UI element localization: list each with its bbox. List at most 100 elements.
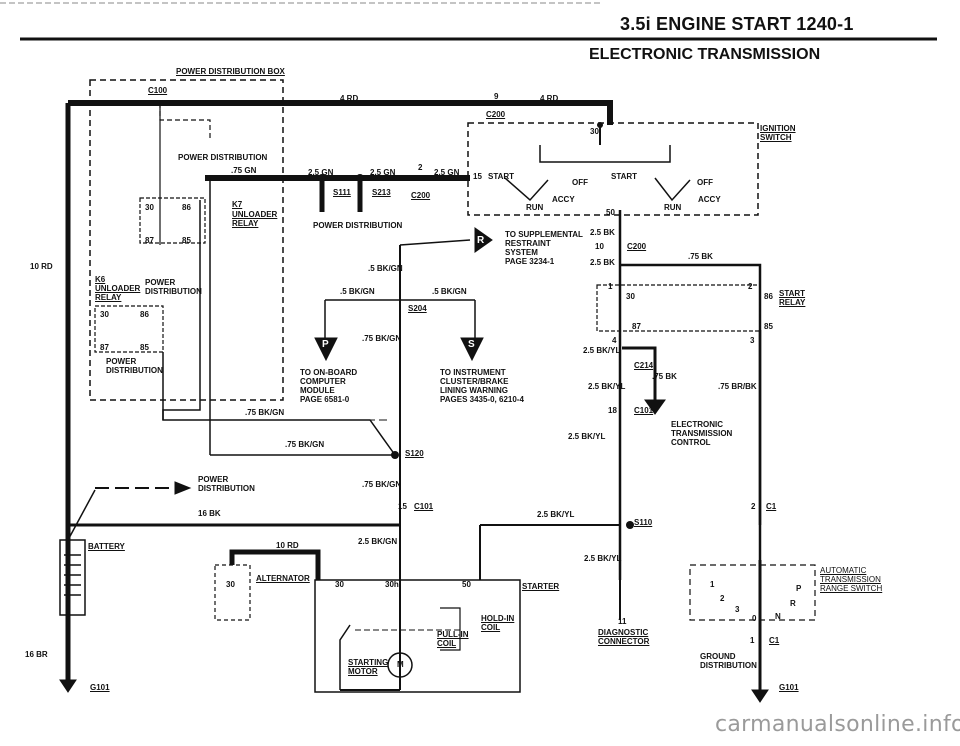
r87-label: 87 xyxy=(632,322,641,331)
start2-label: START xyxy=(611,172,638,181)
r30-label: 30 xyxy=(626,292,635,301)
pin30b: 30 xyxy=(100,310,109,319)
gn25a-label: 2.5 GN xyxy=(308,168,334,177)
bkgn75-c-label: .75 BK/GN xyxy=(362,480,402,489)
r1-label: 1 xyxy=(608,282,613,291)
start-relay-label: START RELAY xyxy=(779,289,806,307)
motor-m: M xyxy=(397,660,404,669)
rsN-label: N xyxy=(775,612,781,621)
n1c1-label: 1 xyxy=(750,636,755,645)
rs3-label: 3 xyxy=(735,605,740,614)
starter-30: 30 xyxy=(335,580,344,589)
n2b-label: 2 xyxy=(751,502,756,511)
ground-dist-label: GROUND DISTRIBUTION xyxy=(700,652,757,670)
etc-label: ELECTRONIC TRANSMISSION CONTROL xyxy=(671,420,733,447)
bkyl25c-label: 2.5 BK/YL xyxy=(568,432,606,441)
s120-label: S120 xyxy=(405,449,424,458)
r-connector: R xyxy=(477,235,485,246)
bk25b-label: 2.5 BK xyxy=(590,258,615,267)
c101a-label: C101 xyxy=(414,502,434,511)
power-dist-left-label: POWER DISTRIBUTION xyxy=(106,357,163,375)
pin86b: 86 xyxy=(140,310,149,319)
restraint-label: TO SUPPLEMENTAL RESTRAINT SYSTEM PAGE 32… xyxy=(505,230,583,266)
r86-label: 86 xyxy=(764,292,773,301)
power-dist-arrow-label: POWER DISTRIBUTION xyxy=(198,475,255,493)
bkyl25b-label: 2.5 BK/YL xyxy=(588,382,626,391)
on-board-label: TO ON-BOARD COMPUTER MODULE PAGE 6581-0 xyxy=(300,368,358,404)
pin87a: 87 xyxy=(145,236,154,245)
n11-label: 11 xyxy=(618,617,627,626)
section-title: ELECTRONIC TRANSMISSION xyxy=(589,46,821,63)
c200-top-label: C200 xyxy=(486,110,506,119)
r2-label: 2 xyxy=(748,282,753,291)
pull-in-coil-label: PULL-IN COIL xyxy=(437,630,469,648)
p-connector: P xyxy=(322,339,329,350)
bk75r-label: .75 BK xyxy=(688,252,713,261)
power-dist-box-label: POWER DISTRIBUTION BOX xyxy=(176,67,285,76)
br16-label: 16 BR xyxy=(25,650,48,659)
bkgn75-mid-label: .75 BK/GN xyxy=(362,334,402,343)
brbk75-label: .75 BR/BK xyxy=(718,382,757,391)
c101b-label: C101 xyxy=(634,406,654,415)
auto-trans-label: AUTOMATIC TRANSMISSION RANGE SWITCH xyxy=(820,566,883,593)
rd4-label: 4 RD xyxy=(340,94,359,103)
starting-motor-label: STARTING MOTOR xyxy=(348,658,389,676)
rd10b-label: 10 RD xyxy=(276,541,299,550)
pin87b: 87 xyxy=(100,343,109,352)
power-dist-inner-label: POWER DISTRIBUTION xyxy=(178,153,268,162)
instrument-label: TO INSTRUMENT CLUSTER/BRAKE LINING WARNI… xyxy=(440,368,524,404)
s110-label: S110 xyxy=(634,518,653,527)
n10-label: 10 xyxy=(595,242,604,251)
c214-label: C214 xyxy=(634,361,654,370)
c200b-label: C200 xyxy=(411,191,431,200)
s111-label: S111 xyxy=(333,188,351,197)
pin86a: 86 xyxy=(182,203,191,212)
bkyl25a-label: 2.5 BK/YL xyxy=(583,346,621,355)
c1a-label: C1 xyxy=(766,502,777,511)
off2-label: OFF xyxy=(697,178,713,187)
pin30a: 30 xyxy=(145,203,154,212)
r3-label: 3 xyxy=(750,336,755,345)
k6-relay-label: K6 UNLOADER RELAY xyxy=(95,275,141,302)
s213-label: S213 xyxy=(372,188,391,197)
g101b-label: G101 xyxy=(779,683,799,692)
rd4b-label: 4 RD xyxy=(540,94,559,103)
n15-label: 15 xyxy=(398,502,407,511)
c200c-label: C200 xyxy=(627,242,647,251)
n2-label: 2 xyxy=(418,163,423,172)
alternator-label: ALTERNATOR xyxy=(256,574,310,583)
starter-50: 50 xyxy=(462,580,471,589)
rs0-label: 0 xyxy=(752,614,757,623)
starter-30h: 30h xyxy=(385,580,399,589)
diag-connector-label: DIAGNOSTIC CONNECTOR xyxy=(598,628,650,646)
bkgn75-low-label: .75 BK/GN xyxy=(285,440,325,449)
s204-label: S204 xyxy=(408,304,427,313)
sw50-label: 50 xyxy=(606,208,615,217)
n18-label: 18 xyxy=(608,406,617,415)
run2-label: RUN xyxy=(664,203,682,212)
run1-label: RUN xyxy=(526,203,544,212)
g101a-label: G101 xyxy=(90,683,110,692)
rd10-label: 10 RD xyxy=(30,262,53,271)
r85-label: 85 xyxy=(764,322,773,331)
watermark: carmanualsonline.info xyxy=(715,712,960,737)
bkyl25d-label: 2.5 BK/YL xyxy=(537,510,575,519)
c1b-label: C1 xyxy=(769,636,780,645)
bkgn25-label: 2.5 BK/GN xyxy=(358,537,398,546)
bkyl25e-label: 2.5 BK/YL xyxy=(584,554,622,563)
bkgn5b-label: .5 BK/GN xyxy=(340,287,375,296)
unloader-relay-label: UNLOADER RELAY xyxy=(232,210,278,228)
starter-label: STARTER xyxy=(522,582,560,591)
alt30-label: 30 xyxy=(226,580,235,589)
sw30-label: 30 xyxy=(590,127,599,136)
bk25a-label: 2.5 BK xyxy=(590,228,615,237)
gn25c-label: 2.5 GN xyxy=(434,168,460,177)
hold-in-coil-label: HOLD-IN COIL xyxy=(481,614,515,632)
power-dist-k6-label: POWER DISTRIBUTION xyxy=(145,278,202,296)
c100-label: C100 xyxy=(148,86,168,95)
rsP-label: P xyxy=(796,584,802,593)
pin85b: 85 xyxy=(140,343,149,352)
sw15-label: 15 xyxy=(473,172,482,181)
rs1-label: 1 xyxy=(710,580,715,589)
